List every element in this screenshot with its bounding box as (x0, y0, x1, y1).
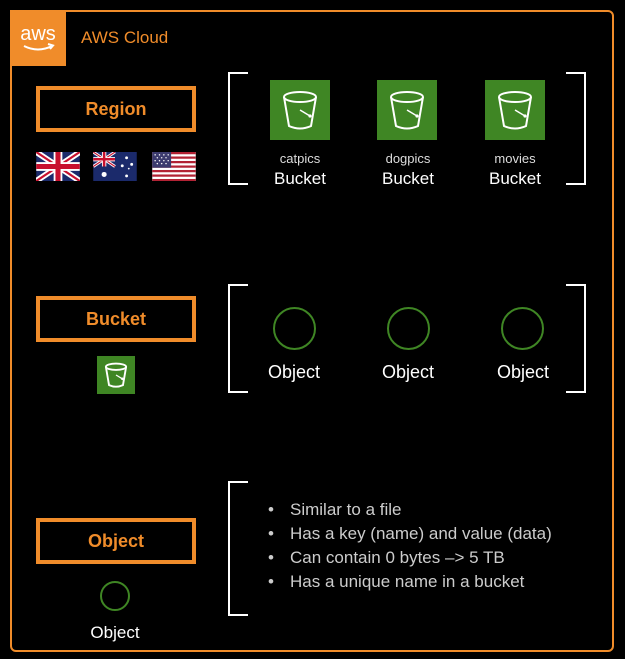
bucket-label: Bucket (36, 296, 196, 342)
bullet-text: Similar to a file (290, 500, 402, 519)
list-item: •Can contain 0 bytes –> 5 TB (268, 548, 505, 567)
bucket-icon (377, 80, 437, 140)
uk-flag-icon (36, 152, 80, 181)
object-circle-icon (501, 307, 544, 350)
bucket-name: catpics (279, 151, 321, 166)
usa-flag-icon (152, 152, 196, 181)
australia-flag-icon (93, 152, 137, 181)
bullet-text: Has a unique name in a bucket (290, 572, 525, 591)
aws-logo-icon: aws (10, 10, 66, 66)
bucket-icon (270, 80, 330, 140)
aws-logo-text: aws (20, 23, 56, 45)
region-label: Region (36, 86, 196, 132)
bullet-text: Can contain 0 bytes –> 5 TB (290, 548, 505, 567)
bucket-bracket-left (228, 284, 248, 393)
bucket-icon (485, 80, 545, 140)
bucket-icon (97, 356, 135, 394)
bucket-type: Bucket (489, 169, 541, 188)
object-properties-list: •Similar to a file •Has a key (name) and… (268, 498, 552, 594)
object-caption: Object (496, 362, 550, 382)
bucket-name: movies (494, 151, 536, 166)
bucket-name: dogpics (385, 151, 431, 166)
region-bracket-left (228, 72, 248, 185)
object-label: Object (36, 518, 196, 564)
object-caption: Object (381, 362, 435, 382)
list-item: •Has a unique name in a bucket (268, 572, 525, 591)
bullet-text: Has a key (name) and value (data) (290, 524, 552, 543)
object-circle-icon (387, 307, 430, 350)
list-item: •Has a key (name) and value (data) (268, 524, 552, 543)
bucket-type: Bucket (274, 169, 326, 188)
object-circle-icon (273, 307, 316, 350)
object-caption: Object (90, 623, 140, 642)
aws-cloud-title: AWS Cloud (81, 28, 169, 47)
region-bracket-right (566, 72, 586, 185)
object-bracket-left (228, 481, 248, 616)
aws-cloud-container (10, 10, 614, 652)
bucket-type: Bucket (382, 169, 434, 188)
object-circle-icon (100, 581, 130, 611)
list-item: •Similar to a file (268, 500, 402, 519)
bucket-bracket-right (566, 284, 586, 393)
object-caption: Object (267, 362, 321, 382)
